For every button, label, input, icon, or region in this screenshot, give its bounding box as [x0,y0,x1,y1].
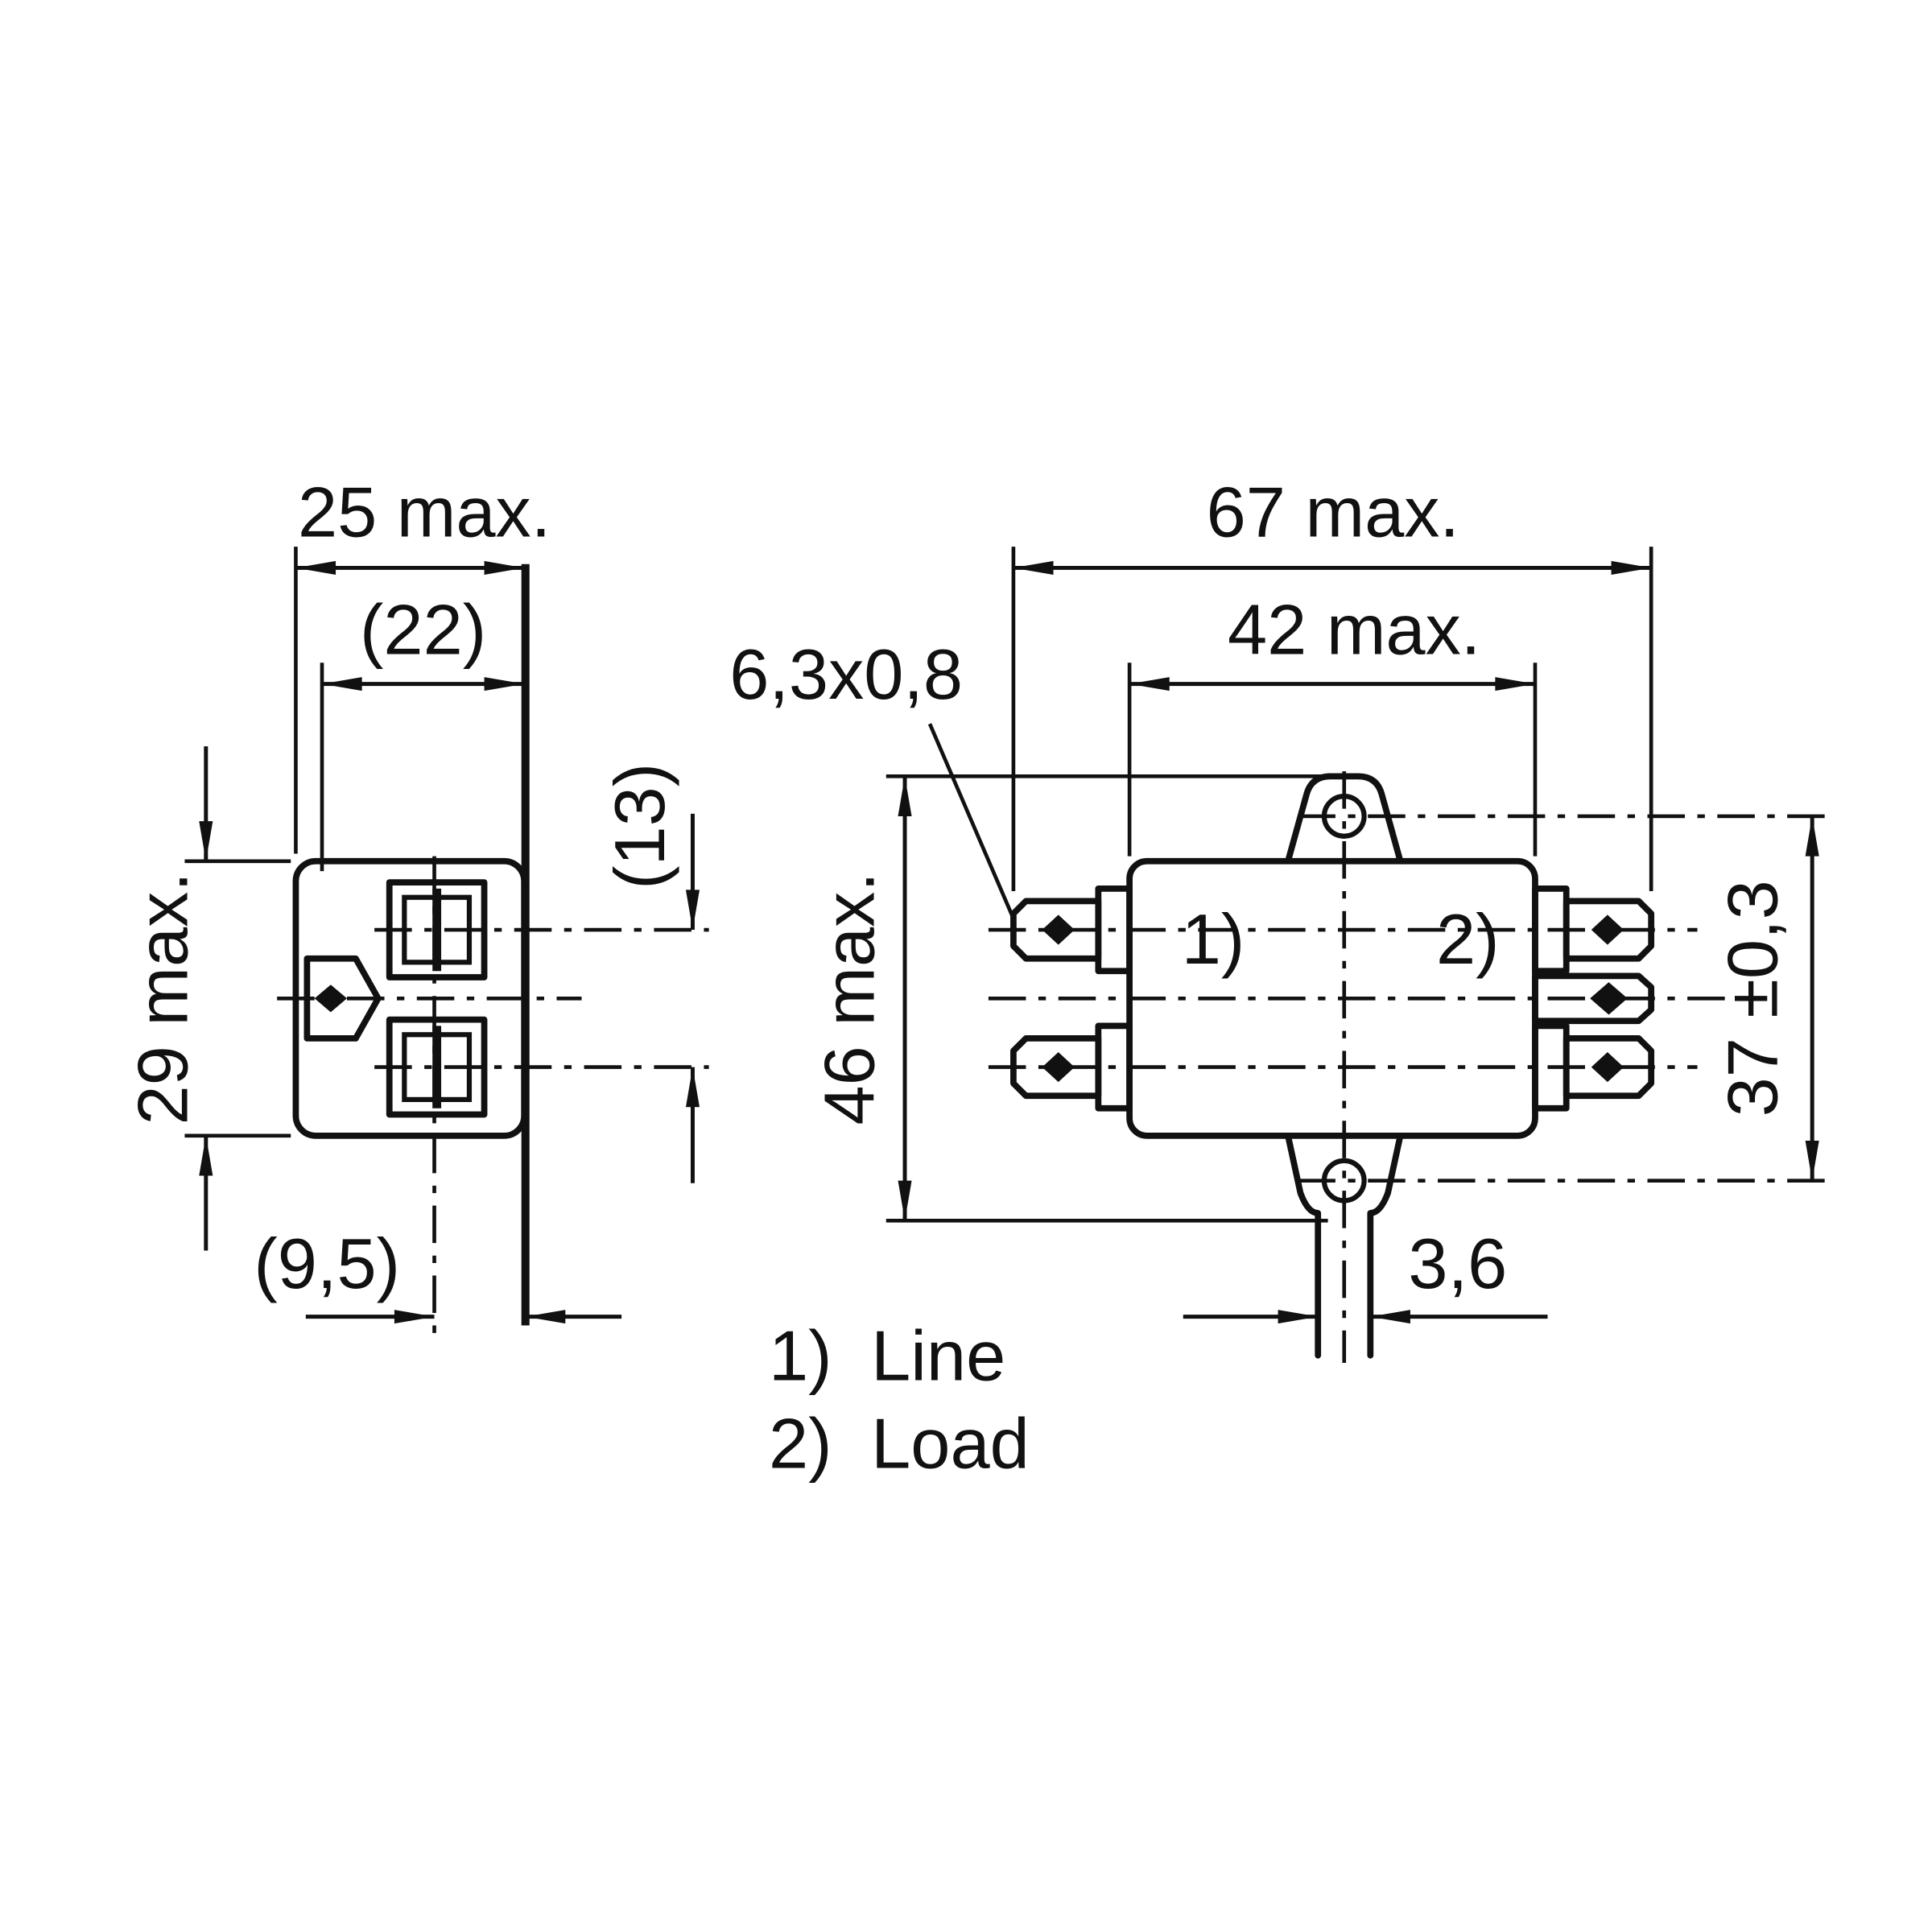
ground-terminal-outline [303,955,382,1042]
bottom-mounting-tab-right [1367,1132,1404,1359]
front-view-port-labels: 1) 2) [1182,899,1500,979]
dim-tab-size: 6,3x0,8 [729,634,1016,920]
legend-ref-line: 1) [769,1316,832,1396]
dim-label-67: 67 max. [1207,473,1459,552]
dim-overall-depth: 25 max. [294,473,551,854]
dim-overall-height-front: 46 max. [809,774,1328,1223]
dim-center-offset: (9,5) [254,1224,622,1324]
dim-label-37: 37 ±0,3 [1713,880,1793,1117]
dim-slot-width: 3,6 [1183,1224,1548,1324]
dim-label-13: (13) [600,763,679,890]
load-terminal-upper-dimple [1591,914,1624,945]
leader-line-tab-size [927,723,1016,920]
legend-label-line: Line [871,1316,1005,1396]
dim-label-36: 3,6 [1408,1224,1507,1303]
legend: 1) Line 2) Load [769,1316,1030,1484]
side-view-body [292,564,530,1326]
front-view-dimensions: 67 max. 42 max. 6,3x0,8 46 max. 37 ±0,3 … [729,473,1819,1324]
side-view-dimensions: 25 max. (22) 29 max. (13) (9,5) [123,473,700,1324]
dim-label-tab-size: 6,3x0,8 [729,634,963,714]
legend-label-load: Load [871,1403,1030,1483]
dim-label-22: (22) [360,589,486,669]
dim-body-width: 42 max. [1127,589,1538,857]
dim-overall-height: 29 max. [123,746,291,1251]
dim-label-42: 42 max. [1228,589,1480,669]
load-terminal-lower-tab [1563,1035,1655,1100]
legend-ref-load: 2) [769,1403,832,1483]
port-label-line: 1) [1182,899,1245,979]
dim-label-29: 29 max. [123,872,203,1125]
load-terminal-lower-dimple [1591,1051,1624,1083]
front-view-centerlines [988,771,1832,1364]
load-terminal-upper-tab [1563,898,1655,962]
dim-overall-width: 67 max. [1011,473,1653,891]
ground-tab [1532,972,1655,1025]
side-view [277,564,709,1346]
line-terminal-lower-tab [1010,1035,1102,1100]
side-view-centerlines [277,856,709,1346]
dim-label-46: 46 max. [809,872,889,1125]
dim-terminal-pitch: (13) [600,763,700,1183]
dim-label-95: (9,5) [254,1224,400,1303]
bottom-mounting-tab-left [1285,1132,1322,1359]
front-view: 1) 2) [988,771,1832,1364]
dim-hole-pitch: 37 ±0,3 [1713,815,1819,1181]
port-label-load: 2) [1436,899,1500,979]
line-terminal-upper-tab [1010,898,1102,962]
ground-tab-dimple [1590,982,1628,1015]
dim-label-25: 25 max. [298,473,551,552]
dim-recess-depth: (22) [320,589,525,872]
